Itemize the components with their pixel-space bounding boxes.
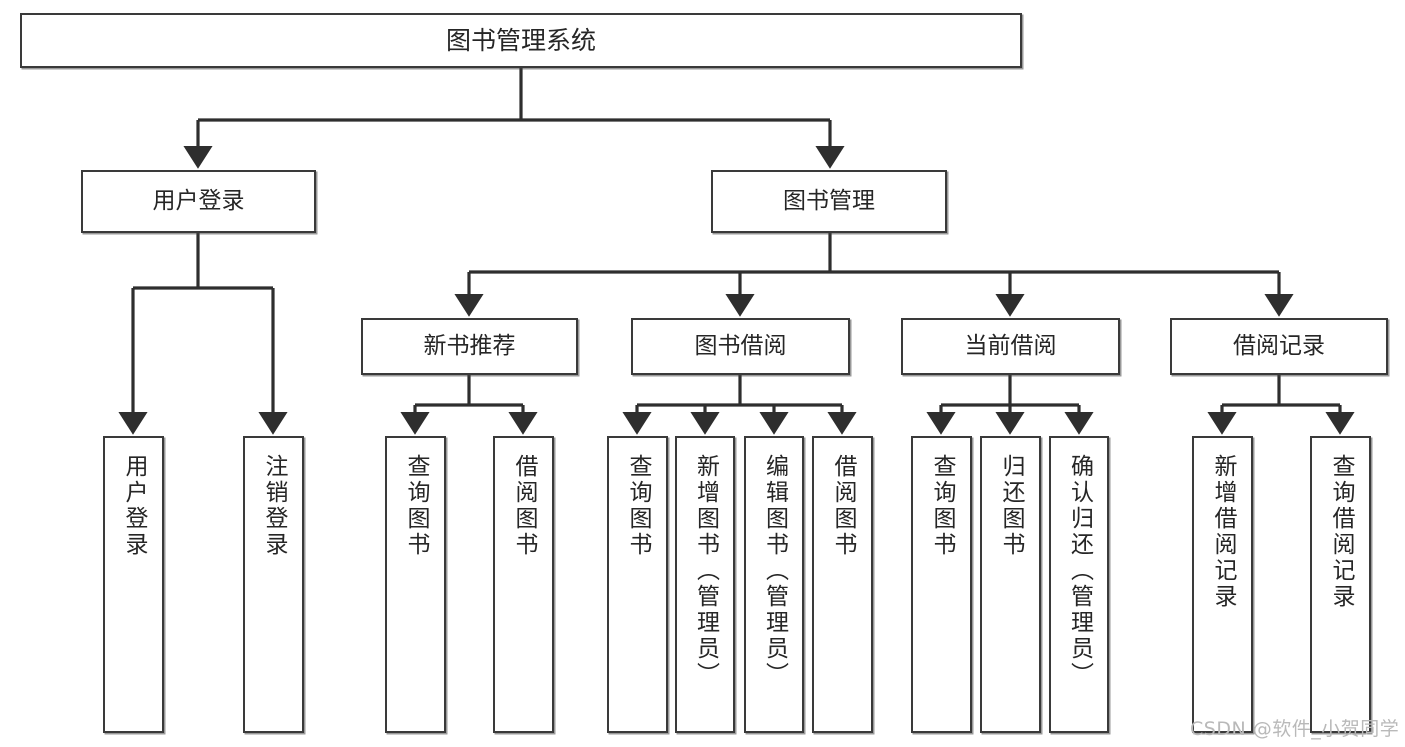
node-book-borrow[interactable]: 图书借阅: [631, 318, 850, 375]
node-label: 图书管理: [783, 187, 875, 214]
node-leaf-query-book-2[interactable]: 查询图书: [607, 436, 668, 733]
node-label: 用户登录: [152, 187, 245, 214]
node-leaf-query-book-1[interactable]: 查询图书: [385, 436, 446, 733]
node-user-login[interactable]: 用户登录: [81, 170, 316, 233]
node-leaf-user-login[interactable]: 用户登录: [103, 436, 164, 733]
node-label: 借阅图书: [511, 454, 537, 558]
node-leaf-add-book[interactable]: 新增图书（管理员）: [675, 436, 735, 733]
node-label: 用户登录: [121, 454, 147, 558]
node-label: 查询图书: [403, 454, 429, 558]
node-leaf-confirm-return[interactable]: 确认归还（管理员）: [1049, 436, 1109, 733]
node-label: 查询借阅记录: [1328, 454, 1354, 610]
node-label: 查询图书: [929, 454, 955, 558]
node-leaf-add-record[interactable]: 新增借阅记录: [1192, 436, 1253, 733]
node-borrow-record[interactable]: 借阅记录: [1170, 318, 1388, 375]
node-leaf-borrow-book-1[interactable]: 借阅图书: [493, 436, 554, 733]
node-label: 归还图书: [998, 454, 1024, 558]
node-root-system[interactable]: 图书管理系统: [20, 13, 1022, 68]
node-label: 新增借阅记录: [1210, 454, 1236, 610]
node-label: 图书借阅: [694, 332, 787, 359]
node-leaf-return-book[interactable]: 归还图书: [980, 436, 1041, 733]
node-leaf-query-record[interactable]: 查询借阅记录: [1310, 436, 1371, 733]
node-leaf-logout-login[interactable]: 注销登录: [243, 436, 304, 733]
node-current-borrow[interactable]: 当前借阅: [901, 318, 1120, 375]
node-label: 查询图书: [625, 454, 651, 558]
node-label: 确认归还（管理员）: [1066, 454, 1093, 688]
node-new-book-recommend[interactable]: 新书推荐: [361, 318, 578, 375]
node-book-management[interactable]: 图书管理: [711, 170, 947, 233]
node-label: 当前借阅: [964, 332, 1057, 359]
node-leaf-borrow-book-2[interactable]: 借阅图书: [812, 436, 873, 733]
node-label: 新书推荐: [423, 332, 516, 359]
node-label: 借阅记录: [1233, 332, 1325, 359]
node-label: 新增图书（管理员）: [692, 454, 719, 688]
node-leaf-edit-book[interactable]: 编辑图书（管理员）: [744, 436, 804, 733]
node-leaf-query-book-3[interactable]: 查询图书: [911, 436, 972, 733]
node-label: 注销登录: [261, 454, 287, 558]
node-label: 图书管理系统: [445, 25, 596, 55]
node-label: 编辑图书（管理员）: [761, 454, 788, 688]
csdn-watermark: CSDN @软件_小贺同学: [1190, 718, 1400, 740]
node-label: 借阅图书: [830, 454, 856, 558]
